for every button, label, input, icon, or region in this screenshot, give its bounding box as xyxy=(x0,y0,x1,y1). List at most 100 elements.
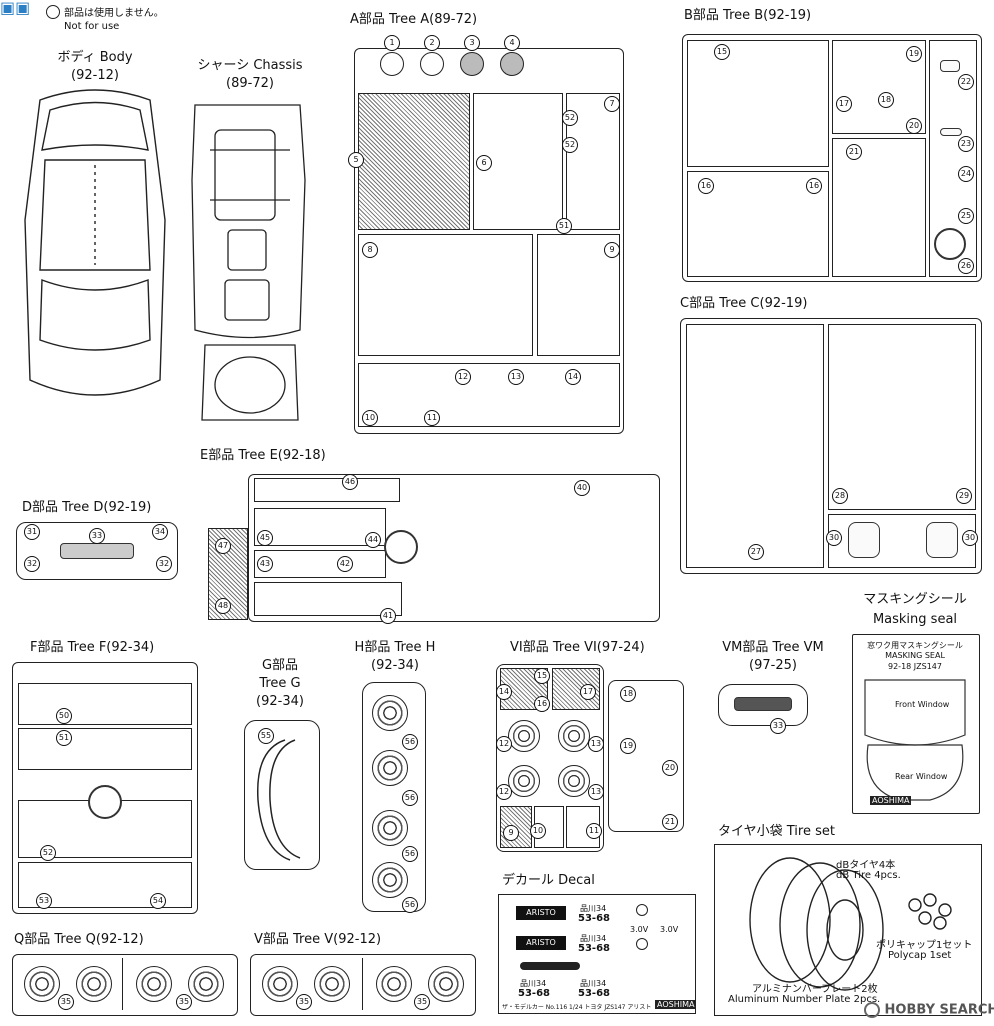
watermark-logo-top: ▣▣ xyxy=(0,0,46,36)
tree-vi-frame-side xyxy=(608,680,684,832)
tree-b-part-23 xyxy=(940,128,962,136)
chassis-code: (89-72) xyxy=(226,76,274,91)
tree-vi-frame xyxy=(496,664,604,852)
masking-rear-label: Rear Window xyxy=(895,772,948,781)
body-top-view-drawing xyxy=(24,89,166,396)
tree-e-cell-44-45 xyxy=(254,508,386,546)
tree-b-num-25: 25 xyxy=(958,208,974,224)
watermark-search: HOBBY SEARCH xyxy=(864,1002,994,1022)
masking-sheet-header-jp: 窓ワク用マスキングシール xyxy=(867,641,963,650)
tree-h-wheel-3 xyxy=(372,810,408,846)
decal-emblem-1 xyxy=(636,904,648,916)
tree-a-num-8: 8 xyxy=(362,242,378,258)
tree-a-num-3: 3 xyxy=(464,35,480,51)
tree-e-num-43: 43 xyxy=(257,556,273,572)
tree-e-num-42: 42 xyxy=(337,556,353,572)
tree-vi-num-20: 20 xyxy=(662,760,678,776)
decal-plate-number-4: 53-68 xyxy=(578,988,610,999)
tree-v-divider xyxy=(362,958,363,1010)
tree-q-divider xyxy=(122,958,123,1010)
tree-a-num-14: 14 xyxy=(565,369,581,385)
tree-b-num-21: 21 xyxy=(846,144,862,160)
tree-b-cell-15 xyxy=(687,40,829,167)
tree-d-num-34: 34 xyxy=(152,524,168,540)
tree-a-cell-6 xyxy=(473,93,563,230)
tree-b-title: B部品 Tree B(92-19) xyxy=(684,8,812,23)
tree-f-num-50: 50 xyxy=(56,708,72,724)
tree-f-gate-ring xyxy=(88,785,122,819)
tree-vi-num-13b: 13 xyxy=(588,784,604,800)
tree-a-num-7: 7 xyxy=(604,96,620,112)
tree-g-frame xyxy=(244,720,320,870)
decal-grade-1: 3.0V xyxy=(630,925,649,934)
tree-h-num-56c: 56 xyxy=(402,846,418,862)
tree-q-wheel-3 xyxy=(136,966,172,1002)
tree-b-num-19: 19 xyxy=(906,46,922,62)
decal-plate-number-1: 53-68 xyxy=(578,913,610,924)
tree-vi-title: VI部品 Tree VI(97-24) xyxy=(510,640,645,655)
tree-e-gate-ring xyxy=(384,530,418,564)
decal-brand-1: ARISTO xyxy=(516,906,566,920)
tire-set-polycap-jp: ポリキャップ1セット xyxy=(876,940,973,951)
tree-b-num-15: 15 xyxy=(714,44,730,60)
tree-vi-wheel-1 xyxy=(508,720,540,752)
tree-a-num-51: 51 xyxy=(556,218,572,234)
tree-b-num-22: 22 xyxy=(958,74,974,90)
tree-vi-num-14: 14 xyxy=(496,684,512,700)
tree-b-part-22 xyxy=(940,60,960,72)
tree-d-title: D部品 Tree D(92-19) xyxy=(22,500,152,515)
tree-a-gate-4 xyxy=(500,52,524,76)
tree-vi-num-18: 18 xyxy=(620,686,636,702)
tree-a-num-6: 6 xyxy=(476,155,492,171)
masking-title-en: Masking seal xyxy=(872,612,958,627)
tree-a-gate-1 xyxy=(380,52,404,76)
decal-stripe xyxy=(520,962,580,970)
tire-set-polycap-en: Polycap 1set xyxy=(888,950,952,961)
tree-v-num-35b: 35 xyxy=(414,994,430,1010)
tree-f-num-51: 51 xyxy=(56,730,72,746)
decal-plate-number-3: 53-68 xyxy=(518,988,550,999)
tree-b-num-16a: 16 xyxy=(698,178,714,194)
tire-set-tire-jp: dBタイヤ4本 xyxy=(836,860,896,871)
tree-b-num-18: 18 xyxy=(878,92,894,108)
tree-b-cell-16 xyxy=(687,171,829,277)
chassis-title: シャーシ Chassis xyxy=(197,58,303,73)
tree-c-num-30b: 30 xyxy=(962,530,978,546)
tree-a-num-12: 12 xyxy=(455,369,471,385)
tree-c-cell-28-29 xyxy=(828,324,976,510)
tree-c-title: C部品 Tree C(92-19) xyxy=(680,296,808,311)
tree-vm-part-33 xyxy=(734,697,792,711)
tree-c-num-28: 28 xyxy=(832,488,848,504)
tree-b-num-23: 23 xyxy=(958,136,974,152)
tree-d-num-32b: 32 xyxy=(156,556,172,572)
tree-vi-num-11: 11 xyxy=(586,823,602,839)
tree-e-num-45: 45 xyxy=(257,530,273,546)
tree-e-title: E部品 Tree E(92-18) xyxy=(200,448,326,463)
tree-vi-num-17: 17 xyxy=(580,684,596,700)
tree-a-gate-3 xyxy=(460,52,484,76)
decal-plate-region-4: 品川34 xyxy=(580,979,607,988)
not-for-use-en: Not for use xyxy=(64,21,120,32)
decal-title: デカール Decal xyxy=(502,873,595,888)
tree-f-num-54: 54 xyxy=(150,893,166,909)
tree-a-num-4: 4 xyxy=(504,35,520,51)
tree-v-num-35a: 35 xyxy=(296,994,312,1010)
tree-c-cell-27 xyxy=(686,324,824,568)
tree-b-num-20: 20 xyxy=(906,118,922,134)
decal-grade-2: 3.0V xyxy=(660,925,679,934)
tree-g-code: (92-34) xyxy=(256,694,304,709)
tree-v-wheel-4 xyxy=(428,966,464,1002)
watermark-search-text: HOBBY SEARCH xyxy=(884,1002,994,1018)
tree-e-num-46: 46 xyxy=(342,474,358,490)
tree-a-num-5: 5 xyxy=(348,152,364,168)
tree-e-num-48: 48 xyxy=(215,598,231,614)
tree-a-cell-5 xyxy=(358,93,470,230)
tree-g-part-drawing xyxy=(256,739,301,861)
tree-b-num-16b: 16 xyxy=(806,178,822,194)
tree-a-cell-9 xyxy=(537,234,620,356)
tree-f-cell-51 xyxy=(18,728,192,770)
masking-sheet-drawing xyxy=(864,679,966,801)
tree-b-num-24: 24 xyxy=(958,166,974,182)
masking-sheet-code: 92-18 JZS147 xyxy=(888,662,942,671)
watermark-logo-glyphs: ▣▣ xyxy=(0,0,31,17)
